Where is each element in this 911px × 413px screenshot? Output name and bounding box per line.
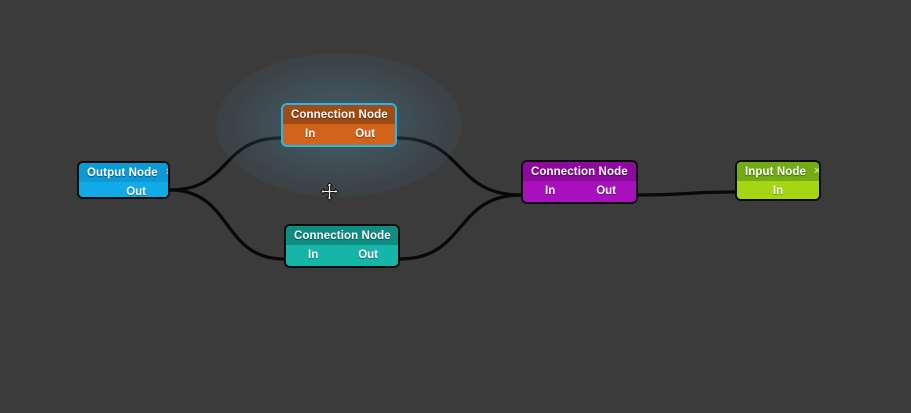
node-connection-node-right[interactable]: Connection Node× In Out (521, 160, 638, 204)
move-cursor-icon (320, 182, 339, 201)
node-title: Connection Node (531, 165, 628, 178)
node-header[interactable]: Connection Node× (286, 226, 398, 245)
node-header[interactable]: Connection Node× (523, 162, 636, 181)
node-title: Connection Node (294, 229, 391, 242)
port-out[interactable]: Out (355, 127, 375, 140)
close-icon[interactable]: × (391, 230, 398, 241)
node-title: Connection Node (291, 108, 388, 121)
port-out[interactable]: Out (126, 185, 146, 198)
port-out[interactable]: Out (596, 184, 616, 197)
edge-edge-bottom-to-right[interactable] (398, 193, 523, 261)
edge-edge-top-to-right[interactable] (395, 136, 523, 197)
node-title: Output Node (87, 166, 158, 179)
port-in[interactable]: In (305, 127, 316, 140)
close-icon[interactable]: × (628, 166, 637, 177)
node-input-node[interactable]: Input Node × In (735, 160, 821, 201)
node-header[interactable]: Connection Node× (283, 105, 395, 124)
node-ports: In (737, 181, 819, 199)
node-ports: Out (79, 182, 168, 198)
edge-edge-output-to-top[interactable] (168, 136, 283, 192)
close-icon[interactable]: × (388, 109, 395, 120)
port-in[interactable]: In (772, 184, 784, 197)
node-output-node[interactable]: Output Node× Out (77, 161, 170, 199)
close-icon[interactable]: × (158, 167, 168, 178)
node-ports: In Out (283, 124, 395, 143)
node-header[interactable]: Output Node× (79, 163, 168, 182)
edge-edge-output-to-bottom[interactable] (168, 188, 286, 261)
edge-edge-right-to-input[interactable] (636, 190, 737, 197)
port-in[interactable]: In (545, 184, 556, 197)
node-ports: In Out (523, 181, 636, 200)
port-in[interactable]: In (308, 248, 319, 261)
close-icon[interactable]: × (814, 165, 821, 177)
port-out[interactable]: Out (358, 248, 378, 261)
node-connection-node-top[interactable]: Connection Node× In Out (281, 103, 397, 147)
node-header[interactable]: Input Node × (737, 162, 819, 181)
node-title: Input Node (745, 165, 807, 178)
node-connection-node-bottom[interactable]: Connection Node× In Out (284, 224, 400, 268)
node-ports: In Out (286, 245, 398, 264)
